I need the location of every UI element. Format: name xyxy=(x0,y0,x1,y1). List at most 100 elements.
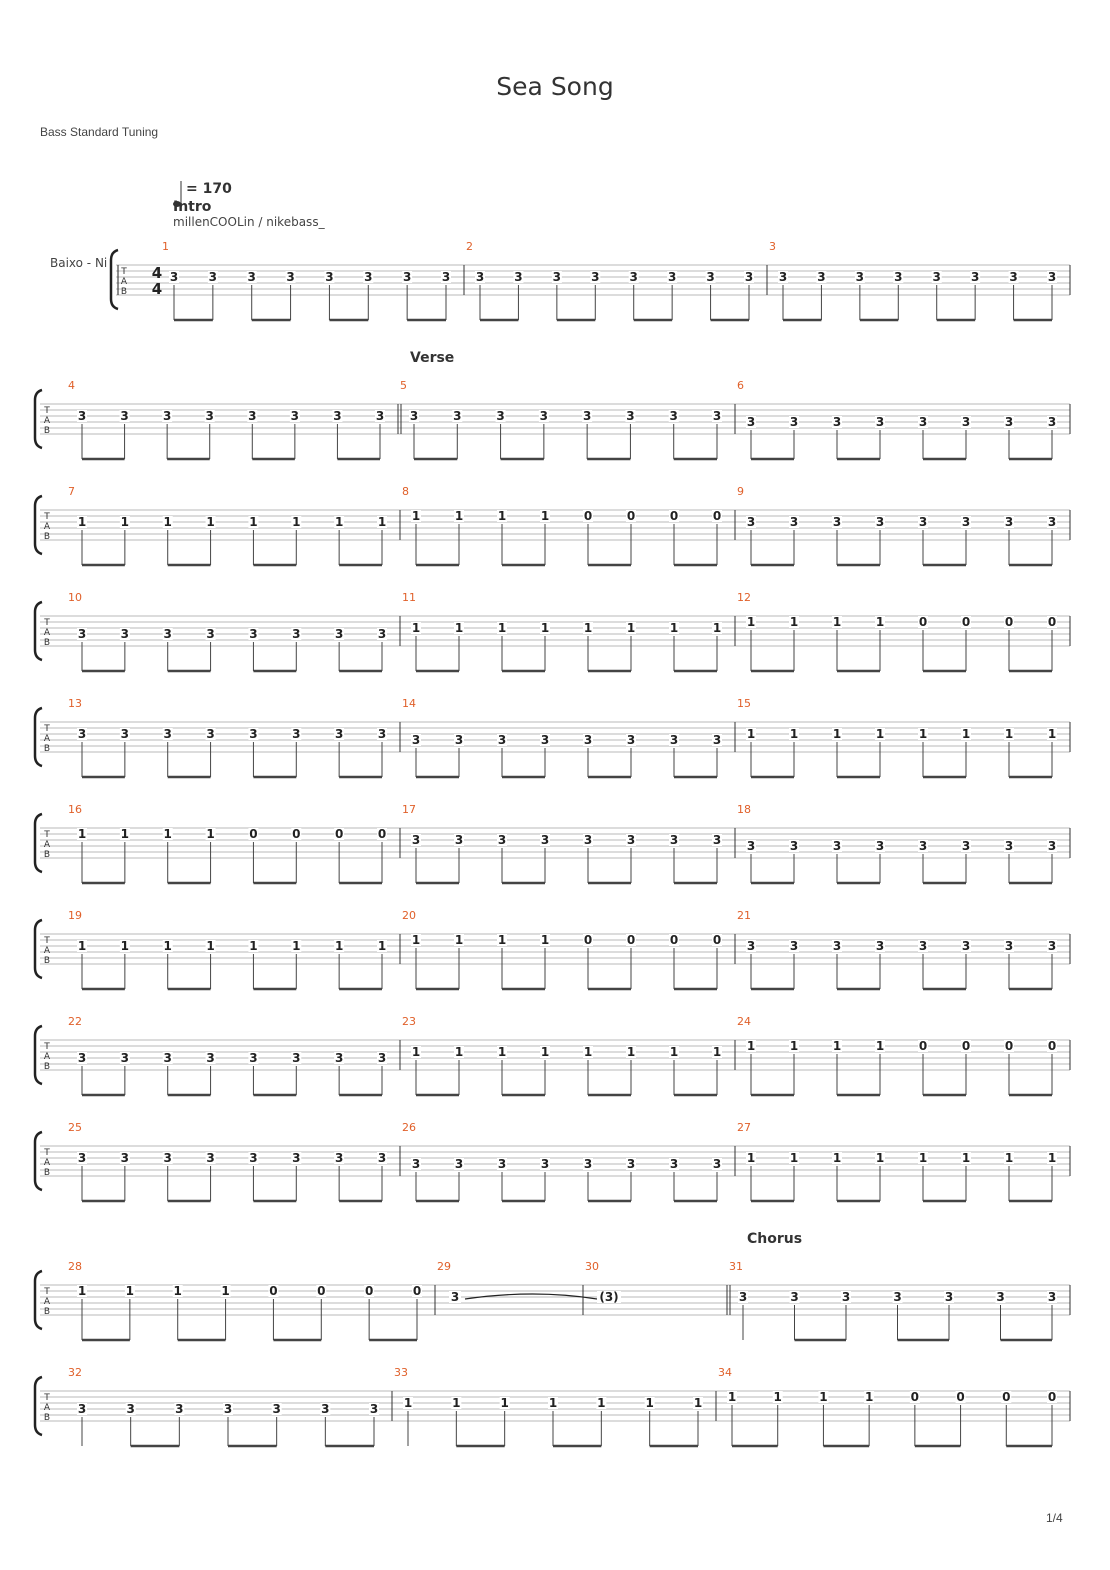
fret-number: 3 xyxy=(962,839,970,853)
fret-bg xyxy=(247,410,258,422)
fret-number: 3 xyxy=(164,627,172,641)
fret-number: 3 xyxy=(224,1402,232,1416)
fret-bg xyxy=(291,728,302,740)
measure-number: 25 xyxy=(68,1121,82,1134)
time-signature-top: 4 xyxy=(152,264,162,282)
fret-bg xyxy=(77,628,87,640)
fret-number: 1 xyxy=(206,515,214,529)
fret-bg xyxy=(582,410,593,422)
fret-bg xyxy=(248,728,259,740)
fret-bg xyxy=(626,834,636,846)
fret-number: 1 xyxy=(78,515,86,529)
tab-clef-letter: B xyxy=(44,1168,50,1178)
fret-bg xyxy=(409,410,419,422)
fret-number: 1 xyxy=(919,727,927,741)
fret-bg xyxy=(162,728,173,740)
fret-bg xyxy=(497,734,507,746)
fret-number: 3 xyxy=(1005,515,1013,529)
fret-number: 3 xyxy=(833,515,841,529)
fret-number: 1 xyxy=(833,727,841,741)
fret-bg xyxy=(334,516,345,528)
fret-number: 1 xyxy=(833,1151,841,1165)
fret-bg xyxy=(377,1052,387,1064)
tab-clef-letter: T xyxy=(43,830,50,840)
fret-bg xyxy=(205,940,216,952)
fret-number: 3 xyxy=(713,833,721,847)
fret-bg xyxy=(411,1158,421,1170)
fret-bg xyxy=(207,271,218,283)
fret-bg xyxy=(454,934,464,946)
fret-bg xyxy=(597,1291,621,1303)
fret-bg xyxy=(551,271,562,283)
measure-number: 9 xyxy=(737,485,744,498)
fret-bg xyxy=(918,416,928,428)
fret-bg xyxy=(119,940,130,952)
fret-number: 3 xyxy=(1048,515,1056,529)
fret-number: 3 xyxy=(206,727,214,741)
fret-bg xyxy=(402,271,413,283)
system-bracket xyxy=(109,248,119,311)
fret-number: 1 xyxy=(747,1151,755,1165)
fret-bg xyxy=(961,516,971,528)
fret-bg xyxy=(1047,616,1057,628)
fret-bg xyxy=(540,1158,550,1170)
tuning-label: Bass Standard Tuning xyxy=(40,125,159,139)
fret-bg xyxy=(789,1152,799,1164)
fret-bg xyxy=(125,1403,136,1415)
fret-bg xyxy=(816,271,827,283)
fret-number: 3 xyxy=(541,833,549,847)
fret-bg xyxy=(77,410,87,422)
fret-number: 3 xyxy=(713,1157,721,1171)
fret-bg xyxy=(918,516,928,528)
fret-bg xyxy=(961,940,971,952)
fret-number: 1 xyxy=(455,1045,463,1059)
section-label-chorus: Chorus xyxy=(747,1231,802,1247)
fret-bg xyxy=(205,628,216,640)
fret-number: 3 xyxy=(78,1151,86,1165)
fret-bg xyxy=(789,728,799,740)
fret-number: 0 xyxy=(335,827,343,841)
system-bracket xyxy=(33,1375,43,1437)
fret-bg xyxy=(162,628,173,640)
fret-bg xyxy=(162,940,173,952)
fret-bg xyxy=(538,410,549,422)
fret-bg xyxy=(832,840,842,852)
fret-bg xyxy=(892,1291,903,1303)
fret-number: 1 xyxy=(790,727,798,741)
measure-number: 3 xyxy=(769,240,776,253)
fret-bg xyxy=(454,734,464,746)
fret-bg xyxy=(625,410,636,422)
fret-bg xyxy=(172,1285,183,1297)
fret-number: 3 xyxy=(790,839,798,853)
fret-number: 3 xyxy=(249,1151,257,1165)
fret-number: 0 xyxy=(269,1284,277,1298)
fret-bg xyxy=(626,1046,636,1058)
fret-number: 3 xyxy=(842,1290,850,1304)
fret-number: 1 xyxy=(121,939,129,953)
fret-bg xyxy=(364,1285,375,1297)
fret-number: 3 xyxy=(455,1157,463,1171)
fret-number: 3 xyxy=(1048,1290,1056,1304)
fret-number: 1 xyxy=(713,1045,721,1059)
measure-number: 4 xyxy=(68,379,75,392)
fret-bg xyxy=(77,728,87,740)
fret-bg xyxy=(667,271,678,283)
fret-number: 3 xyxy=(206,1151,214,1165)
fret-number: 3 xyxy=(206,1051,214,1065)
fret-bg xyxy=(1047,1391,1057,1403)
fret-bg xyxy=(377,628,387,640)
tab-clef-letter: B xyxy=(44,956,50,966)
fret-number: 1 xyxy=(694,1396,702,1410)
fret-bg xyxy=(291,628,302,640)
fret-number: 3 xyxy=(1048,939,1056,953)
fret-bg xyxy=(789,840,799,852)
fret-bg xyxy=(644,1397,655,1409)
fret-bg xyxy=(712,1046,722,1058)
measure-number: 30 xyxy=(585,1260,599,1273)
fret-bg xyxy=(918,616,928,628)
fret-number: 3 xyxy=(78,627,86,641)
fret-bg xyxy=(497,934,507,946)
fret-bg xyxy=(832,940,842,952)
fret-number: 3 xyxy=(1005,415,1013,429)
